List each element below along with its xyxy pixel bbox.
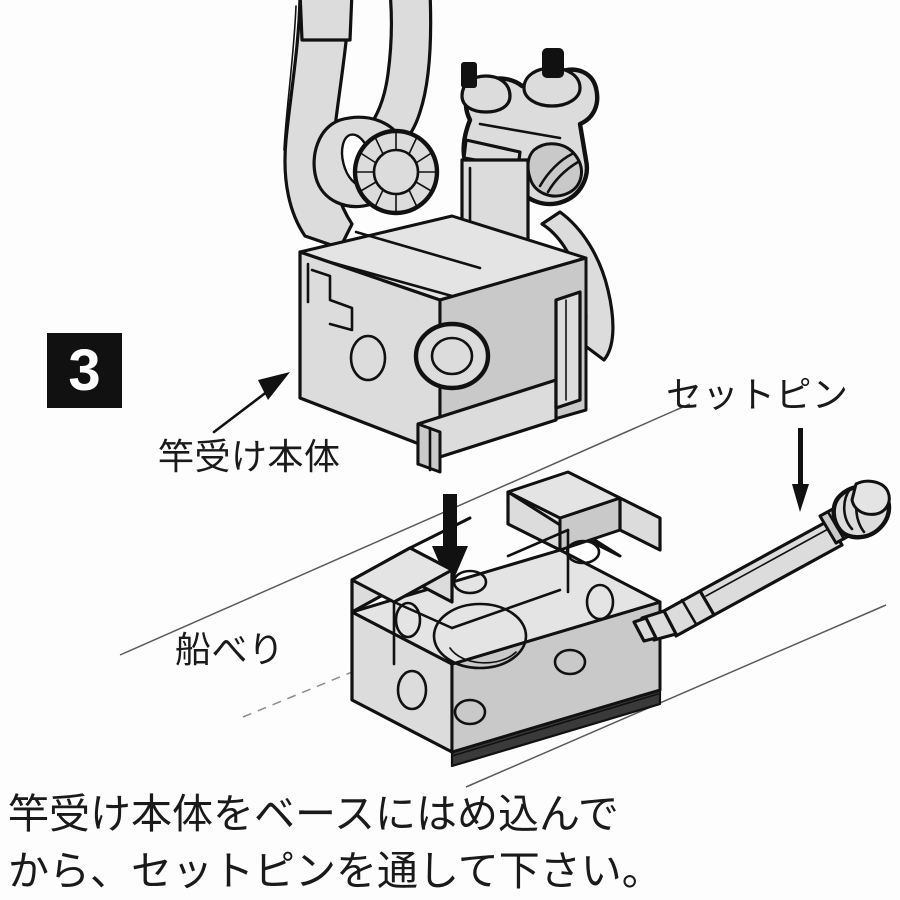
knurled-knob xyxy=(352,128,440,216)
setpin-arrow-icon xyxy=(792,428,809,512)
rod-holder-body-part xyxy=(283,0,615,474)
callout-gunwale: 船べり xyxy=(175,630,285,671)
caption-line-2: から、セットピンを通して下さい。 xyxy=(8,847,663,895)
insert-arrow-icon xyxy=(432,494,468,588)
gunwale-base-part xyxy=(350,470,662,768)
callout-set-pin: セットピン xyxy=(666,375,849,416)
callout-rod-holder-body: 竿受け本体 xyxy=(158,437,341,478)
step-number: 3 xyxy=(68,337,101,403)
step-badge: 3 xyxy=(47,333,122,408)
caption-line-1: 竿受け本体をベースにはめ込んで xyxy=(8,790,619,838)
pointer-arrow-icon xyxy=(212,372,290,434)
set-pin-part xyxy=(632,479,892,643)
setpin-leader-line xyxy=(675,403,691,411)
